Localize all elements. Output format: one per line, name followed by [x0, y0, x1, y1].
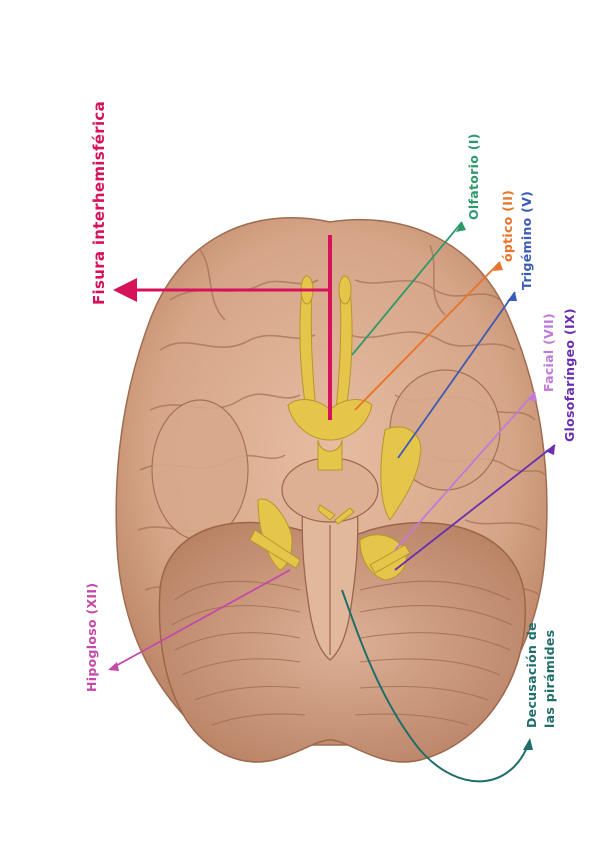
decusacion-pointer	[341, 589, 529, 783]
cerebellum-folia	[171, 580, 513, 726]
label-glosofaringeo: Glosofaríngeo (IX)	[562, 308, 577, 442]
brain-illustration	[115, 217, 548, 763]
hipogloso-pointer	[111, 569, 291, 669]
pointer-lines	[108, 221, 556, 783]
trigemino-pointer	[397, 291, 516, 459]
label-optico: óptico (II)	[500, 190, 515, 262]
label-trigemino: Trigémino (V)	[519, 191, 534, 290]
olfatorio-pointer	[351, 221, 463, 356]
glosofaringeo-pointer	[394, 444, 556, 571]
nerves	[249, 275, 422, 581]
labels: Fisura interhemisférica Olfatorio (I) óp…	[84, 101, 577, 728]
label-decusacion-line1: Decusación de	[524, 622, 539, 728]
label-fisura: Fisura interhemisférica	[90, 101, 108, 305]
label-hipogloso: Hipogloso (XII)	[84, 583, 99, 692]
label-olfatorio: Olfatorio (I)	[466, 133, 481, 220]
label-facial: Facial (VII)	[541, 313, 556, 392]
optico-pointer	[354, 261, 501, 411]
label-decusacion-line2: las pirámides	[542, 630, 557, 728]
facial-pointer	[394, 391, 536, 551]
